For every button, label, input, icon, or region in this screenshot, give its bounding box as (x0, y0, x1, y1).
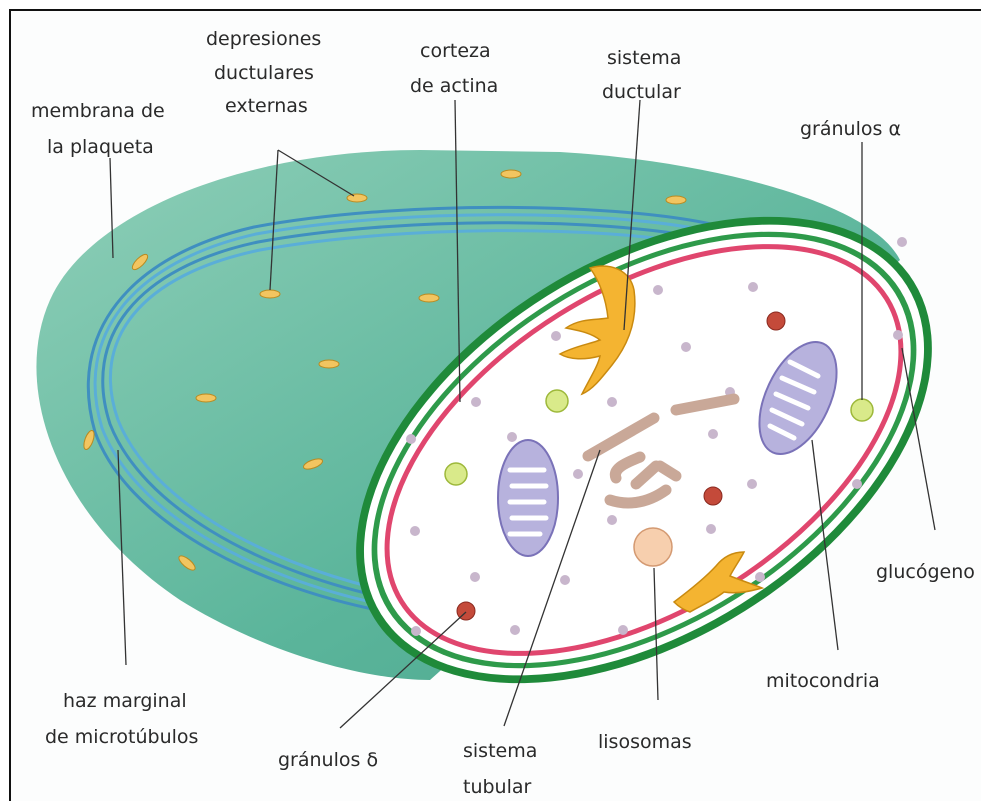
lysosome (634, 528, 672, 566)
mitochondrion-left (498, 440, 558, 556)
label-corteza-line2: de actina (410, 75, 498, 97)
label-tubular-line1: sistema (463, 740, 537, 762)
label-membrana-line1: membrana de (31, 100, 165, 122)
label-granulos-delta: gránulos δ (278, 749, 378, 771)
label-lisosomas: lisosomas (598, 731, 692, 753)
label-mitocondria: mitocondria (766, 670, 880, 692)
label-ductular-line2: ductular (602, 81, 681, 103)
label-haz-line2: de microtúbulos (45, 726, 198, 748)
label-membrana-line2: la plaqueta (47, 136, 154, 158)
label-depresiones-line3: externas (225, 95, 308, 117)
label-tubular-line2: tubular (463, 776, 532, 798)
label-ductular-line1: sistema (607, 47, 681, 69)
label-granulos-alfa: gránulos α (800, 118, 901, 140)
label-glucogeno: glucógeno (876, 561, 975, 583)
label-haz-line1: haz marginal (63, 690, 187, 712)
label-corteza-line1: corteza (420, 40, 491, 62)
label-depresiones-line1: depresiones (206, 28, 321, 50)
label-depresiones-line2: ductulares (214, 62, 314, 84)
